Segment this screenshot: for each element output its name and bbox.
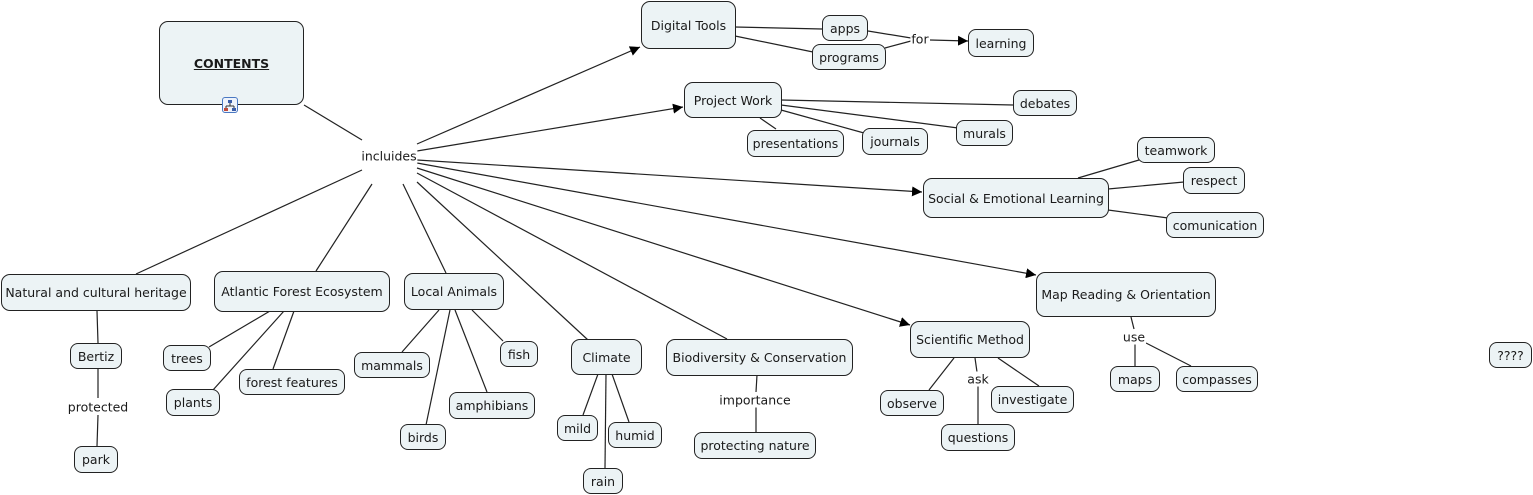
link-animals-amphibians: [454, 309, 488, 393]
link-project-journals: [780, 109, 865, 134]
link-climate-humid: [611, 373, 630, 423]
link-to-project-work: [416, 103, 684, 152]
concept-teamwork[interactable]: teamwork: [1137, 137, 1215, 163]
link-mapreading-use: [1130, 316, 1135, 330]
concept-journals[interactable]: journals: [862, 128, 928, 155]
concept-murals[interactable]: murals: [956, 120, 1013, 146]
link-to-heritage: [135, 169, 363, 275]
link-sel-respect: [1107, 181, 1185, 190]
root-node-contents[interactable]: CONTENTS: [159, 21, 304, 105]
concept-rain[interactable]: rain: [583, 468, 623, 494]
concept-learning[interactable]: learning: [968, 29, 1034, 57]
link-to-map-reading: [416, 162, 1037, 279]
concept-humid[interactable]: humid: [608, 422, 662, 448]
link-animals-fish: [471, 309, 504, 342]
link-to-biodiversity: [416, 172, 728, 340]
link-to-sel: [416, 159, 923, 197]
concept-compasses[interactable]: compasses: [1176, 366, 1258, 392]
link-to-digital-tools: [416, 46, 641, 145]
concept-bertiz[interactable]: Bertiz: [70, 343, 122, 369]
link-heritage-bertiz: [96, 310, 99, 344]
link-scientific-ask: [974, 357, 978, 373]
link-apps-for: [867, 30, 912, 39]
linking-phrase-protected[interactable]: protected: [66, 399, 130, 415]
link-to-animals: [402, 183, 447, 274]
submap-icon[interactable]: [222, 97, 238, 113]
concept-unknown[interactable]: ????: [1489, 342, 1532, 368]
linking-phrase-for[interactable]: for: [910, 31, 930, 47]
topic-atlantic-forest[interactable]: Atlantic Forest Ecosystem: [214, 271, 390, 312]
linking-phrase-ask[interactable]: ask: [966, 371, 990, 387]
link-for-learning: [929, 35, 969, 46]
link-forest-features: [272, 310, 295, 370]
concept-comunication[interactable]: comunication: [1166, 212, 1264, 238]
link-biodiversity-importance: [755, 374, 758, 393]
link-forest-plants: [212, 310, 285, 391]
concept-forest-features[interactable]: forest features: [239, 369, 345, 395]
link-to-forest: [315, 183, 373, 272]
concept-protecting-nature[interactable]: protecting nature: [694, 432, 816, 459]
link-climate-rain: [604, 373, 607, 469]
concept-plants[interactable]: plants: [166, 389, 220, 416]
link-programs-for: [884, 40, 912, 49]
link-digital-programs: [734, 35, 814, 53]
topic-map-reading[interactable]: Map Reading & Orientation: [1036, 272, 1216, 317]
concept-fish[interactable]: fish: [500, 341, 538, 367]
link-scientific-investigate: [997, 357, 1040, 387]
concept-debates[interactable]: debates: [1013, 90, 1077, 116]
topic-local-animals[interactable]: Local Animals: [404, 273, 504, 310]
link-scientific-observe: [928, 357, 955, 391]
link-forest-trees: [208, 310, 271, 348]
concept-apps[interactable]: apps: [822, 15, 868, 41]
concept-programs[interactable]: programs: [812, 44, 886, 70]
link-sel-comunication: [1107, 209, 1169, 219]
concept-investigate[interactable]: investigate: [991, 386, 1074, 413]
link-project-murals: [780, 104, 959, 129]
concept-amphibians[interactable]: amphibians: [449, 392, 535, 419]
linking-phrase-importance[interactable]: importance: [718, 392, 792, 408]
linking-phrase-use[interactable]: use: [1121, 329, 1147, 345]
concept-mild[interactable]: mild: [557, 415, 598, 441]
topic-digital-tools[interactable]: Digital Tools: [641, 1, 736, 49]
link-project-debates: [780, 99, 1014, 106]
concept-respect[interactable]: respect: [1183, 167, 1245, 194]
topic-project-work[interactable]: Project Work: [684, 82, 782, 118]
topic-climate[interactable]: Climate: [571, 339, 642, 375]
link-use-compasses: [1145, 342, 1192, 367]
linking-phrase-incluides[interactable]: incluides: [360, 148, 418, 164]
concept-observe[interactable]: observe: [880, 390, 944, 416]
concept-park[interactable]: park: [74, 446, 118, 473]
topic-natural-cultural-heritage[interactable]: Natural and cultural heritage: [1, 274, 191, 311]
link-root-incluides: [303, 104, 363, 141]
link-digital-apps: [734, 26, 823, 30]
concept-presentations[interactable]: presentations: [747, 130, 844, 157]
concept-maps[interactable]: maps: [1110, 366, 1160, 392]
concept-trees[interactable]: trees: [163, 345, 211, 371]
concept-mammals[interactable]: mammals: [354, 352, 430, 378]
link-protected-park: [96, 414, 99, 447]
concept-birds[interactable]: birds: [400, 424, 446, 450]
concept-questions[interactable]: questions: [941, 424, 1015, 451]
link-to-climate: [416, 181, 589, 341]
link-to-scientific: [416, 167, 911, 327]
link-animals-mammals: [401, 309, 440, 353]
link-animals-birds: [425, 309, 451, 426]
topic-scientific-method[interactable]: Scientific Method: [910, 321, 1030, 358]
topic-biodiversity[interactable]: Biodiversity & Conservation: [666, 339, 853, 376]
link-project-presentations: [759, 117, 777, 130]
topic-social-emotional-learning[interactable]: Social & Emotional Learning: [923, 178, 1109, 218]
link-sel-teamwork: [1077, 159, 1140, 179]
link-climate-mild: [582, 373, 599, 416]
